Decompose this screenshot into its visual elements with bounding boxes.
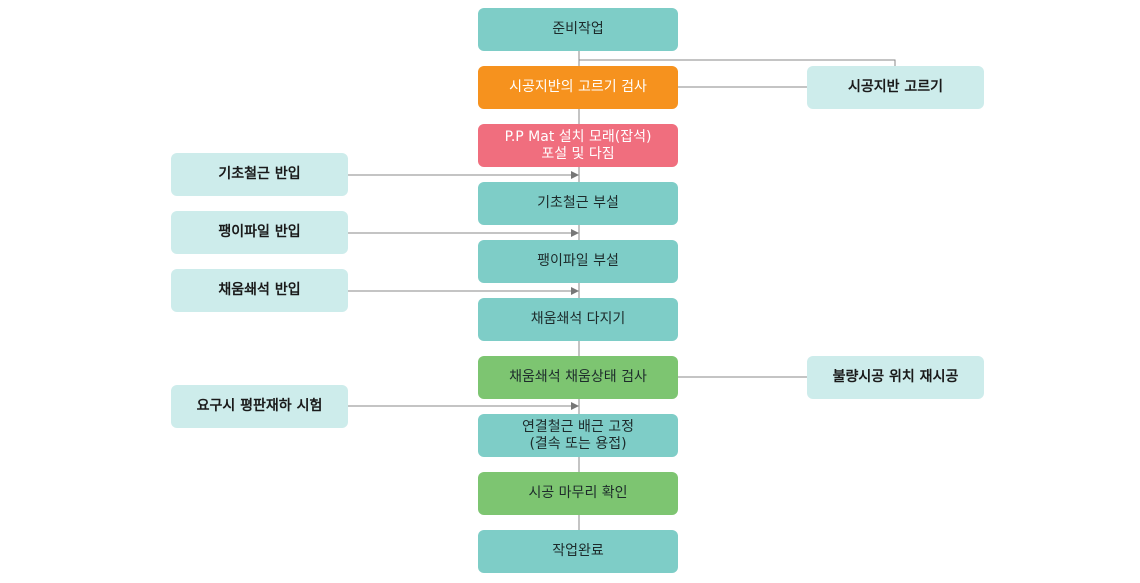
step-ground-check: 시공지반의 고르기 검사 [478,66,678,109]
step-pp-mat: P.P Mat 설치 모래(잡석) 포설 및 다짐 [478,124,678,167]
input-rebar-in: 기초철근 반입 [171,153,348,196]
note-rework: 불량시공 위치 재시공 [807,356,984,399]
step-rebar-lay: 기초철근 부설 [478,182,678,225]
note-ground-level: 시공지반 고르기 [807,66,984,109]
step-connect-rebar: 연결철근 배근 고정 (결속 또는 용접) [478,414,678,457]
step-fill-check: 채움쇄석 채움상태 검사 [478,356,678,399]
input-plate-test: 요구시 평판재하 시험 [171,385,348,428]
step-finish-check: 시공 마무리 확인 [478,472,678,515]
step-done: 작업완료 [478,530,678,573]
input-stone-in: 채움쇄석 반입 [171,269,348,312]
ground-level-loop-line [579,59,896,67]
step-stone-compact: 채움쇄석 다지기 [478,298,678,341]
step-prep: 준비작업 [478,8,678,51]
input-pile-in: 팽이파일 반입 [171,211,348,254]
step-pile-lay: 팽이파일 부설 [478,240,678,283]
